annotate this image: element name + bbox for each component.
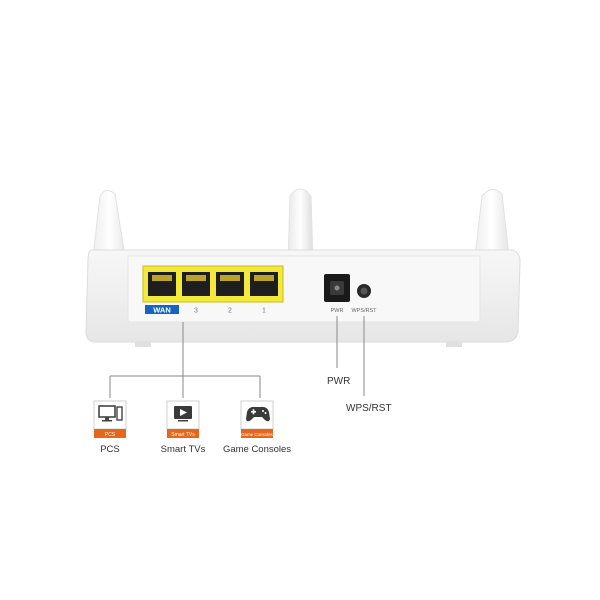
lan3-label: 3 xyxy=(194,308,198,315)
smart-tvs-badge xyxy=(167,429,199,438)
lan2-label: 2 xyxy=(228,308,232,315)
pwr-port-label: PWR xyxy=(331,308,344,314)
ethernet-port-2 xyxy=(216,272,244,296)
smart-tvs-icon-frame xyxy=(166,400,200,430)
smart-tvs-label: Smart TVs xyxy=(161,444,206,455)
ethernet-port-1 xyxy=(250,272,278,296)
smart-tvs-badge-text: Smart TVs xyxy=(171,432,195,438)
router-foot-left xyxy=(135,342,151,347)
wps-rst-port-label: WPS/RST xyxy=(351,308,377,314)
ethernet-port-3 xyxy=(182,272,210,296)
pcs-label: PCS xyxy=(100,444,120,455)
ethernet-port-wan xyxy=(148,272,176,296)
game-consoles-label: Game Consoles xyxy=(223,444,291,455)
device-smart-tvs: Smart TVs Smart TVs xyxy=(161,400,206,455)
device-game-consoles: Game Consoles Game Consoles xyxy=(223,400,291,455)
pwr-callout: PWR xyxy=(327,376,350,387)
monitor-icon xyxy=(98,405,123,422)
wps-rst-callout: WPS/RST xyxy=(346,403,392,414)
game-consoles-badge-text: Game Consoles xyxy=(241,432,273,437)
pcs-badge-text: PCS xyxy=(105,432,116,438)
callout-lines xyxy=(109,316,365,398)
router-foot-right xyxy=(446,342,462,347)
wan-label: WAN xyxy=(153,306,171,315)
center-antenna xyxy=(287,188,314,263)
pcs-badge xyxy=(94,429,126,438)
game-consoles-badge xyxy=(241,429,273,438)
ethernet-ports xyxy=(148,272,278,296)
gamepad-icon xyxy=(246,406,270,422)
device-pcs: PCS PCS xyxy=(93,400,127,455)
lan1-label: 1 xyxy=(262,308,266,315)
wan-tag xyxy=(145,305,179,314)
router-back-panel xyxy=(127,255,481,323)
tv-icon xyxy=(174,406,192,422)
